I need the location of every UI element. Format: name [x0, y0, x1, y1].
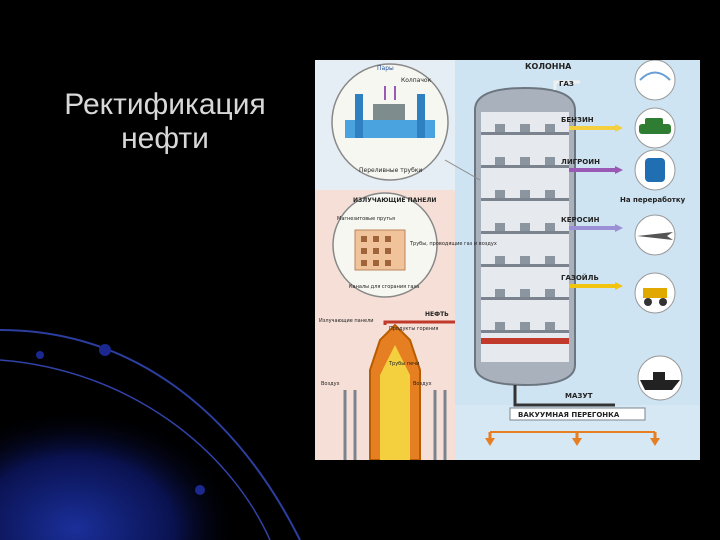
output-label-mazut: МАЗУТ [565, 392, 593, 400]
distillation-diagram: КОЛОННА ГАЗ БЕНЗИН ЛИГРОИН На переработк… [315, 60, 700, 460]
bubble-cap-detail [331, 63, 481, 181]
column-label: КОЛОННА [525, 62, 572, 71]
vacuum-arrows [485, 431, 660, 446]
distillation-column [474, 86, 576, 407]
air-right-label: Воздух [413, 381, 432, 387]
output-label-processing: На переработку [620, 196, 686, 204]
oil-label: НЕФТЬ [425, 311, 449, 318]
car-icon [639, 118, 671, 134]
vacuum-box [509, 407, 646, 421]
bricks-label: Магнезитовые прутья [337, 216, 395, 222]
ship-icon [640, 372, 680, 390]
furnace [343, 320, 455, 460]
tubes-label: Трубы, проводящие газ и воздух [409, 241, 497, 247]
combustion-products-label: Продукты горения [389, 326, 438, 332]
column-trays [481, 132, 569, 333]
output-label-gasoil: ГАЗОЙЛЬ [561, 273, 599, 282]
title-line-1: Ректификация [64, 88, 266, 121]
bullet-dot [36, 351, 44, 359]
output-label-ligroin: ЛИГРОИН [561, 158, 600, 166]
overflow-tubes-label: Переливные трубки [359, 167, 422, 174]
radiant-panels-detail [332, 192, 438, 298]
panels-title: ИЗЛУЧАЮЩИЕ ПАНЕЛИ [353, 197, 436, 204]
gas-stove-icon [639, 71, 671, 81]
title-line-2: нефти [121, 122, 209, 155]
output-label-gasoline: БЕНЗИН [561, 116, 594, 124]
product-icons [634, 60, 683, 401]
furnace-pipes-label: Трубы печи [388, 361, 419, 367]
radiating-panels-label: Излучающие панели [319, 318, 374, 324]
vacuum-label: ВАКУУМНАЯ ПЕРЕГОНКА [518, 411, 620, 419]
airplane-icon [637, 232, 673, 240]
vapors-label: Пары [377, 65, 394, 72]
slide-title: Ректификация нефти [40, 88, 290, 156]
bubble-caps [495, 124, 555, 330]
hot-oil-layer [481, 338, 569, 344]
tractor-icon [643, 288, 667, 306]
channels-label: Каналы для сгорания газа [349, 284, 419, 290]
bullet-dot [195, 485, 205, 495]
air-left-label: Воздух [321, 381, 340, 387]
bullet-dot [99, 344, 111, 356]
output-label-kerosene: КЕРОСИН [561, 216, 600, 224]
cap-label: Колпачок [401, 77, 432, 84]
output-label-gas: ГАЗ [559, 80, 574, 88]
output-pipes [553, 80, 623, 407]
barrel-icon [645, 158, 665, 182]
